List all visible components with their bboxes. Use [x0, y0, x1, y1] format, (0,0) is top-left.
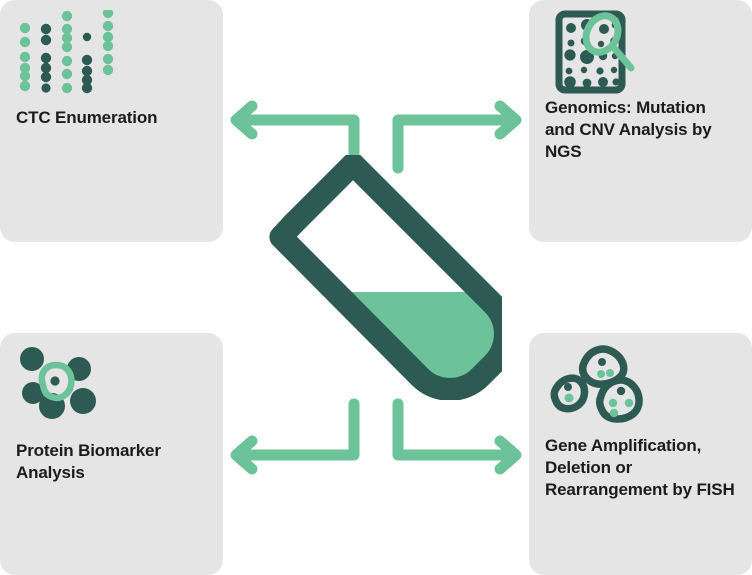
arrowhead-right-bottom: [494, 435, 522, 475]
card-label-genomics-ngs: Genomics: Mutation and CNV Analysis by N…: [545, 98, 712, 161]
fish-cells-icon: [550, 345, 643, 423]
card-fish[interactable]: Gene Amplification, Deletion or Rearrang…: [529, 333, 752, 575]
highlighted-cell: [38, 361, 75, 402]
card-ctc-enumeration[interactable]: CTC Enumeration: [0, 0, 223, 242]
cell-nucleus: [50, 376, 60, 386]
arrowhead-left-bottom: [230, 435, 258, 475]
test-tube-icon: [269, 155, 502, 400]
card-label-ctc-enumeration: CTC Enumeration: [16, 108, 158, 127]
tube-outline: [269, 155, 502, 400]
arrow-to-protein-biomarker: [235, 398, 360, 461]
card-genomics-ngs[interactable]: Genomics: Mutation and CNV Analysis by N…: [529, 0, 752, 242]
cell-cluster-icon: [20, 347, 96, 419]
card-label-protein-biomarker: Protein Biomarker Analysis: [16, 441, 161, 482]
arrowhead-left-top: [230, 100, 258, 140]
card-protein-biomarker[interactable]: Protein Biomarker Analysis: [0, 333, 223, 575]
tube-lip-left: [269, 212, 305, 249]
microarray-magnifier-icon: [555, 10, 635, 94]
arrowhead-right-top: [494, 100, 522, 140]
dot-gel-electrophoresis-icon: [19, 10, 114, 94]
card-label-fish: Gene Amplification, Deletion or Rearrang…: [545, 436, 735, 499]
arrow-to-fish: [392, 398, 517, 461]
